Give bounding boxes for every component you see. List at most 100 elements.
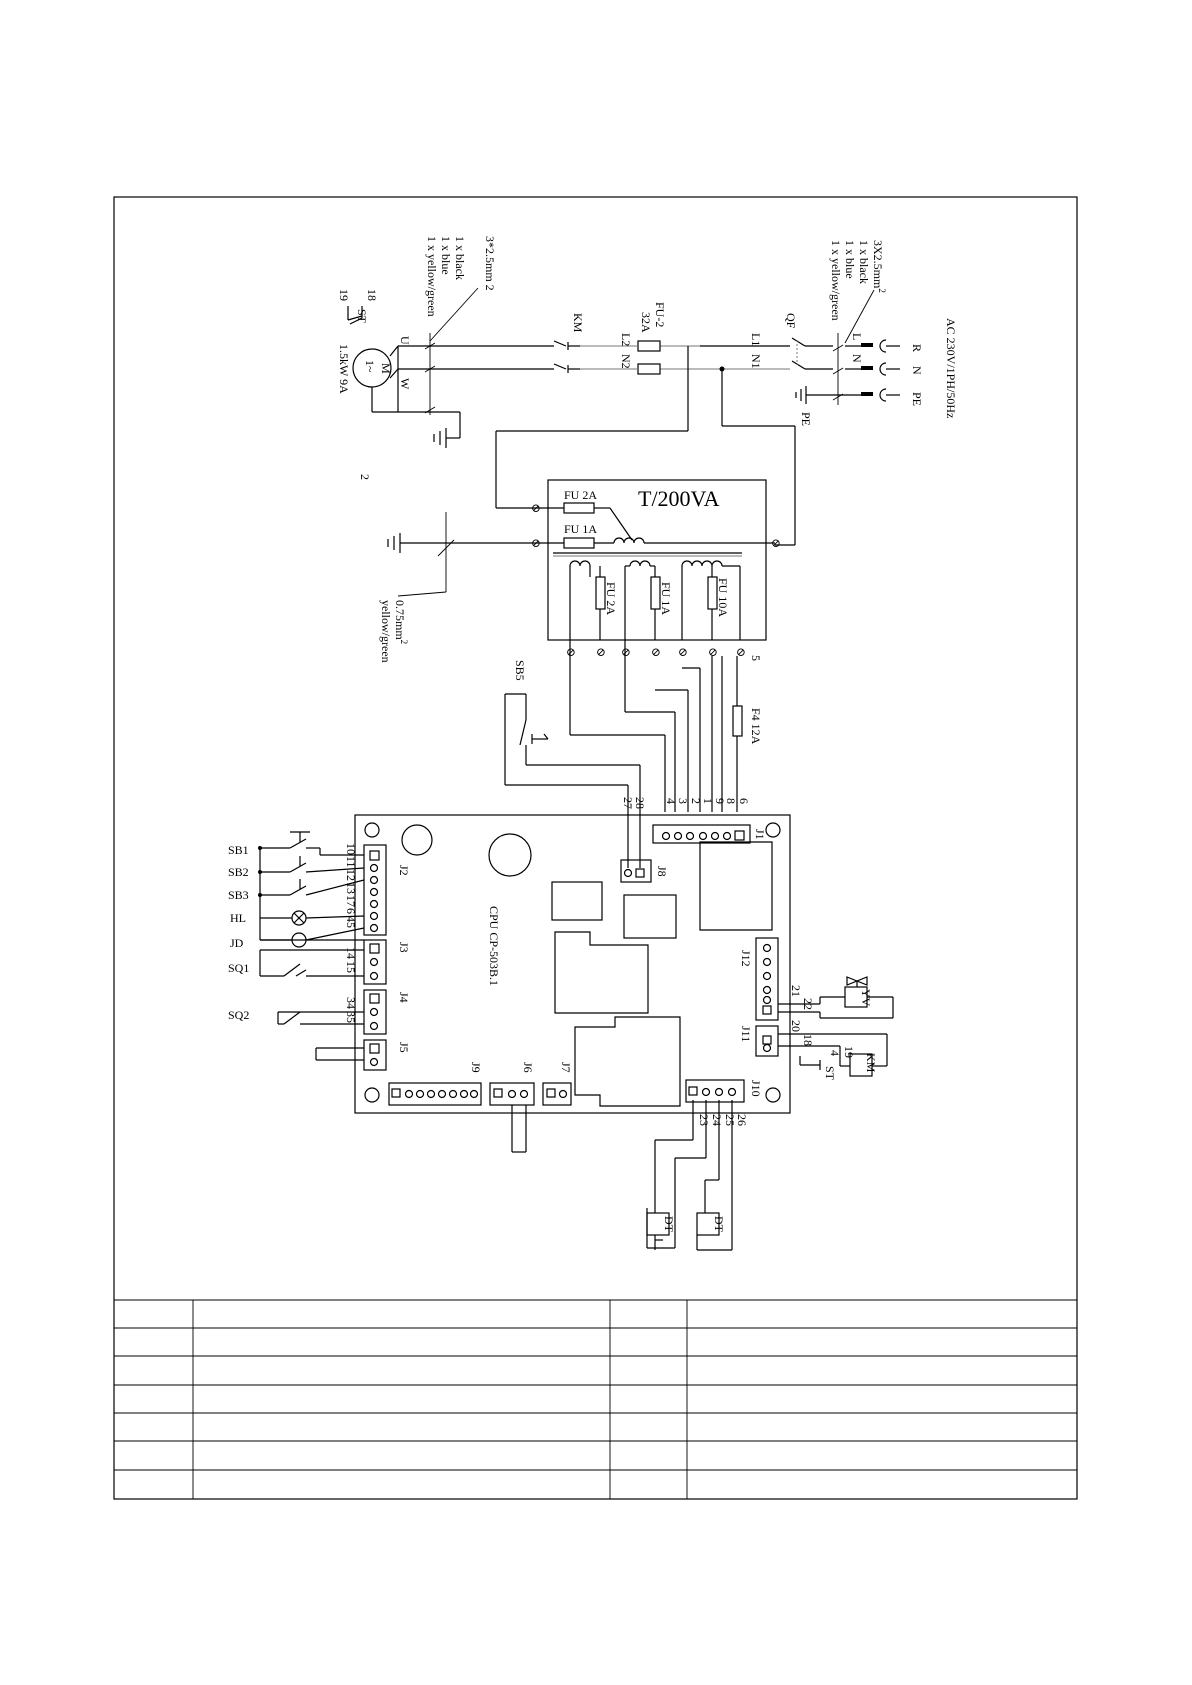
sensors: 26 25 24 23 DT DT (511, 1100, 749, 1251)
transformer-section: T/200VA FU 2A ⊘ FU 1A ⊘ ⊘ FU 2A FU 1A FU… (379, 479, 781, 735)
j10-pin-26: 26 (735, 1114, 749, 1126)
j10-label: J10 (749, 1080, 763, 1097)
device-hl: HL (230, 911, 246, 925)
j1-pin-6: 6 (737, 798, 751, 804)
svg-text:⊘: ⊘ (596, 645, 606, 659)
supply-spec: AC 230V/1PH/50Hz (944, 318, 958, 418)
j7-label: J7 (559, 1062, 573, 1073)
j2-pin-6: 6 (344, 908, 358, 914)
j1-label: J1 (753, 829, 767, 840)
supply-l: L (850, 333, 864, 340)
j2-label: J2 (397, 865, 411, 876)
svg-text:⊘: ⊘ (771, 536, 781, 550)
j9-label: J9 (469, 1062, 483, 1073)
sensor-2: DT (712, 1216, 726, 1233)
board-name: CPU CP-503B.1 (487, 906, 501, 986)
routing-section: F4 12A SB5 27 28 6 8 9 1 2 3 4 (504, 656, 763, 868)
terminal-pe: PE (910, 392, 924, 406)
cpu-board: CPU CP-503B.1 J1 J8 J2 (354, 814, 791, 1114)
stray-2: 2 (358, 474, 372, 480)
supply-core-3: 1 x yellow/green (829, 240, 843, 321)
j8-pin-27: 27 (621, 797, 635, 809)
device-jd: JD (230, 936, 244, 950)
right-pin4: 4 (828, 1050, 842, 1056)
motor-core-2: 1 x blue (439, 236, 453, 275)
motor-core-3: 1 x yellow/green (425, 236, 439, 317)
device-sb2: SB2 (228, 865, 249, 879)
motor-pin19: 19 (337, 289, 351, 301)
j8-label: J8 (655, 866, 669, 877)
j4-pin-35: 35 (344, 1011, 358, 1023)
fu2-name: FU-2 (653, 302, 667, 327)
device-sq1: SQ1 (228, 961, 249, 975)
j2-pin-11: 11 (344, 856, 358, 868)
device-sq2: SQ2 (228, 1008, 249, 1022)
sb5-label: SB5 (513, 660, 527, 681)
board-outline (354, 814, 791, 1114)
motor-pin18: 18 (365, 289, 379, 301)
j4-pin-34: 34 (344, 997, 358, 1009)
j12-pin-21: 21 (789, 985, 803, 997)
j2-pin-10: 10 (344, 843, 358, 855)
supply-n: N (850, 354, 864, 363)
j1-pin-2: 2 (689, 798, 703, 804)
sensor-1: DT (662, 1216, 676, 1233)
terminal-n: N (910, 366, 924, 375)
j10-pin-23: 23 (697, 1114, 711, 1126)
device-km: KM (864, 1053, 878, 1073)
j4-label: J4 (397, 992, 411, 1003)
fu2-rating: 32A (639, 312, 653, 333)
right-pin19: 19 (842, 1046, 856, 1058)
j2-pin-45: 45 (344, 916, 358, 928)
f4-label: F4 12A (749, 708, 763, 745)
j1-pin-9: 9 (713, 798, 727, 804)
j6-label: J6 (521, 1062, 535, 1073)
device-sb3: SB3 (228, 888, 249, 902)
j2-pin-12: 12 (344, 869, 358, 881)
svg-text:⊘: ⊘ (708, 645, 718, 659)
transformer-fuse-s2: FU 1A (659, 582, 673, 615)
supply-core-1: 1 x black (857, 240, 871, 284)
n2-label: N2 (619, 354, 633, 369)
transformer-fuse-mid: FU 1A (564, 522, 597, 536)
transformer-fuse-s1: FU 2A (604, 582, 618, 615)
motor-m: M (379, 363, 393, 374)
j11-pin-20: 20 (789, 1020, 803, 1032)
qf-label: QF (784, 313, 798, 329)
svg-text:⊘: ⊘ (531, 501, 541, 515)
transformer-pin5: 5 (749, 655, 763, 661)
j2-pin-17: 17 (344, 895, 358, 907)
j10-pin-24: 24 (710, 1114, 724, 1126)
j12-label: J12 (739, 950, 753, 967)
transformer-fuse-top: FU 2A (564, 488, 597, 502)
transformer-fuse-s3: FU 10A (716, 578, 730, 617)
supply-cable: 3X2.5mm2 (871, 240, 887, 293)
svg-text:⊘: ⊘ (566, 645, 576, 659)
device-yv: YV (859, 989, 873, 1007)
device-sb1: SB1 (228, 843, 249, 857)
motor-section: 3*2.5mm2 1 x black 1 x blue 1 x yellow/g… (337, 236, 497, 480)
j8-pin-28: 28 (633, 797, 647, 809)
j3-label: J3 (397, 942, 411, 953)
j1-pin-8: 8 (724, 798, 738, 804)
j3-pin-15: 15 (344, 961, 358, 973)
j11-label: J11 (739, 1026, 753, 1042)
motor-core-1: 1 x black (453, 236, 467, 280)
motor-phase: 1~ (363, 360, 377, 373)
svg-text:⊘: ⊘ (621, 645, 631, 659)
j3-pin-14: 14 (344, 947, 358, 959)
j12-pin-22: 22 (801, 998, 815, 1010)
left-devices: SB1 SB2 SB3 HL JD SQ1 SQ2 (228, 831, 365, 1061)
svg-text:⊘: ⊘ (531, 536, 541, 550)
l2-label: L2 (619, 333, 633, 346)
earth-color: yellow/green (379, 600, 393, 663)
n1-label: N1 (749, 354, 763, 369)
j2-pin-13: 13 (344, 882, 358, 894)
legend-table (114, 1299, 1077, 1499)
svg-text:⊘: ⊘ (651, 645, 661, 659)
earth-cable: 0.75mm2 (393, 600, 409, 644)
svg-text:⊘: ⊘ (736, 645, 746, 659)
svg-text:⊘: ⊘ (678, 645, 688, 659)
motor-cable: 3*2.5mm2 (483, 236, 497, 291)
